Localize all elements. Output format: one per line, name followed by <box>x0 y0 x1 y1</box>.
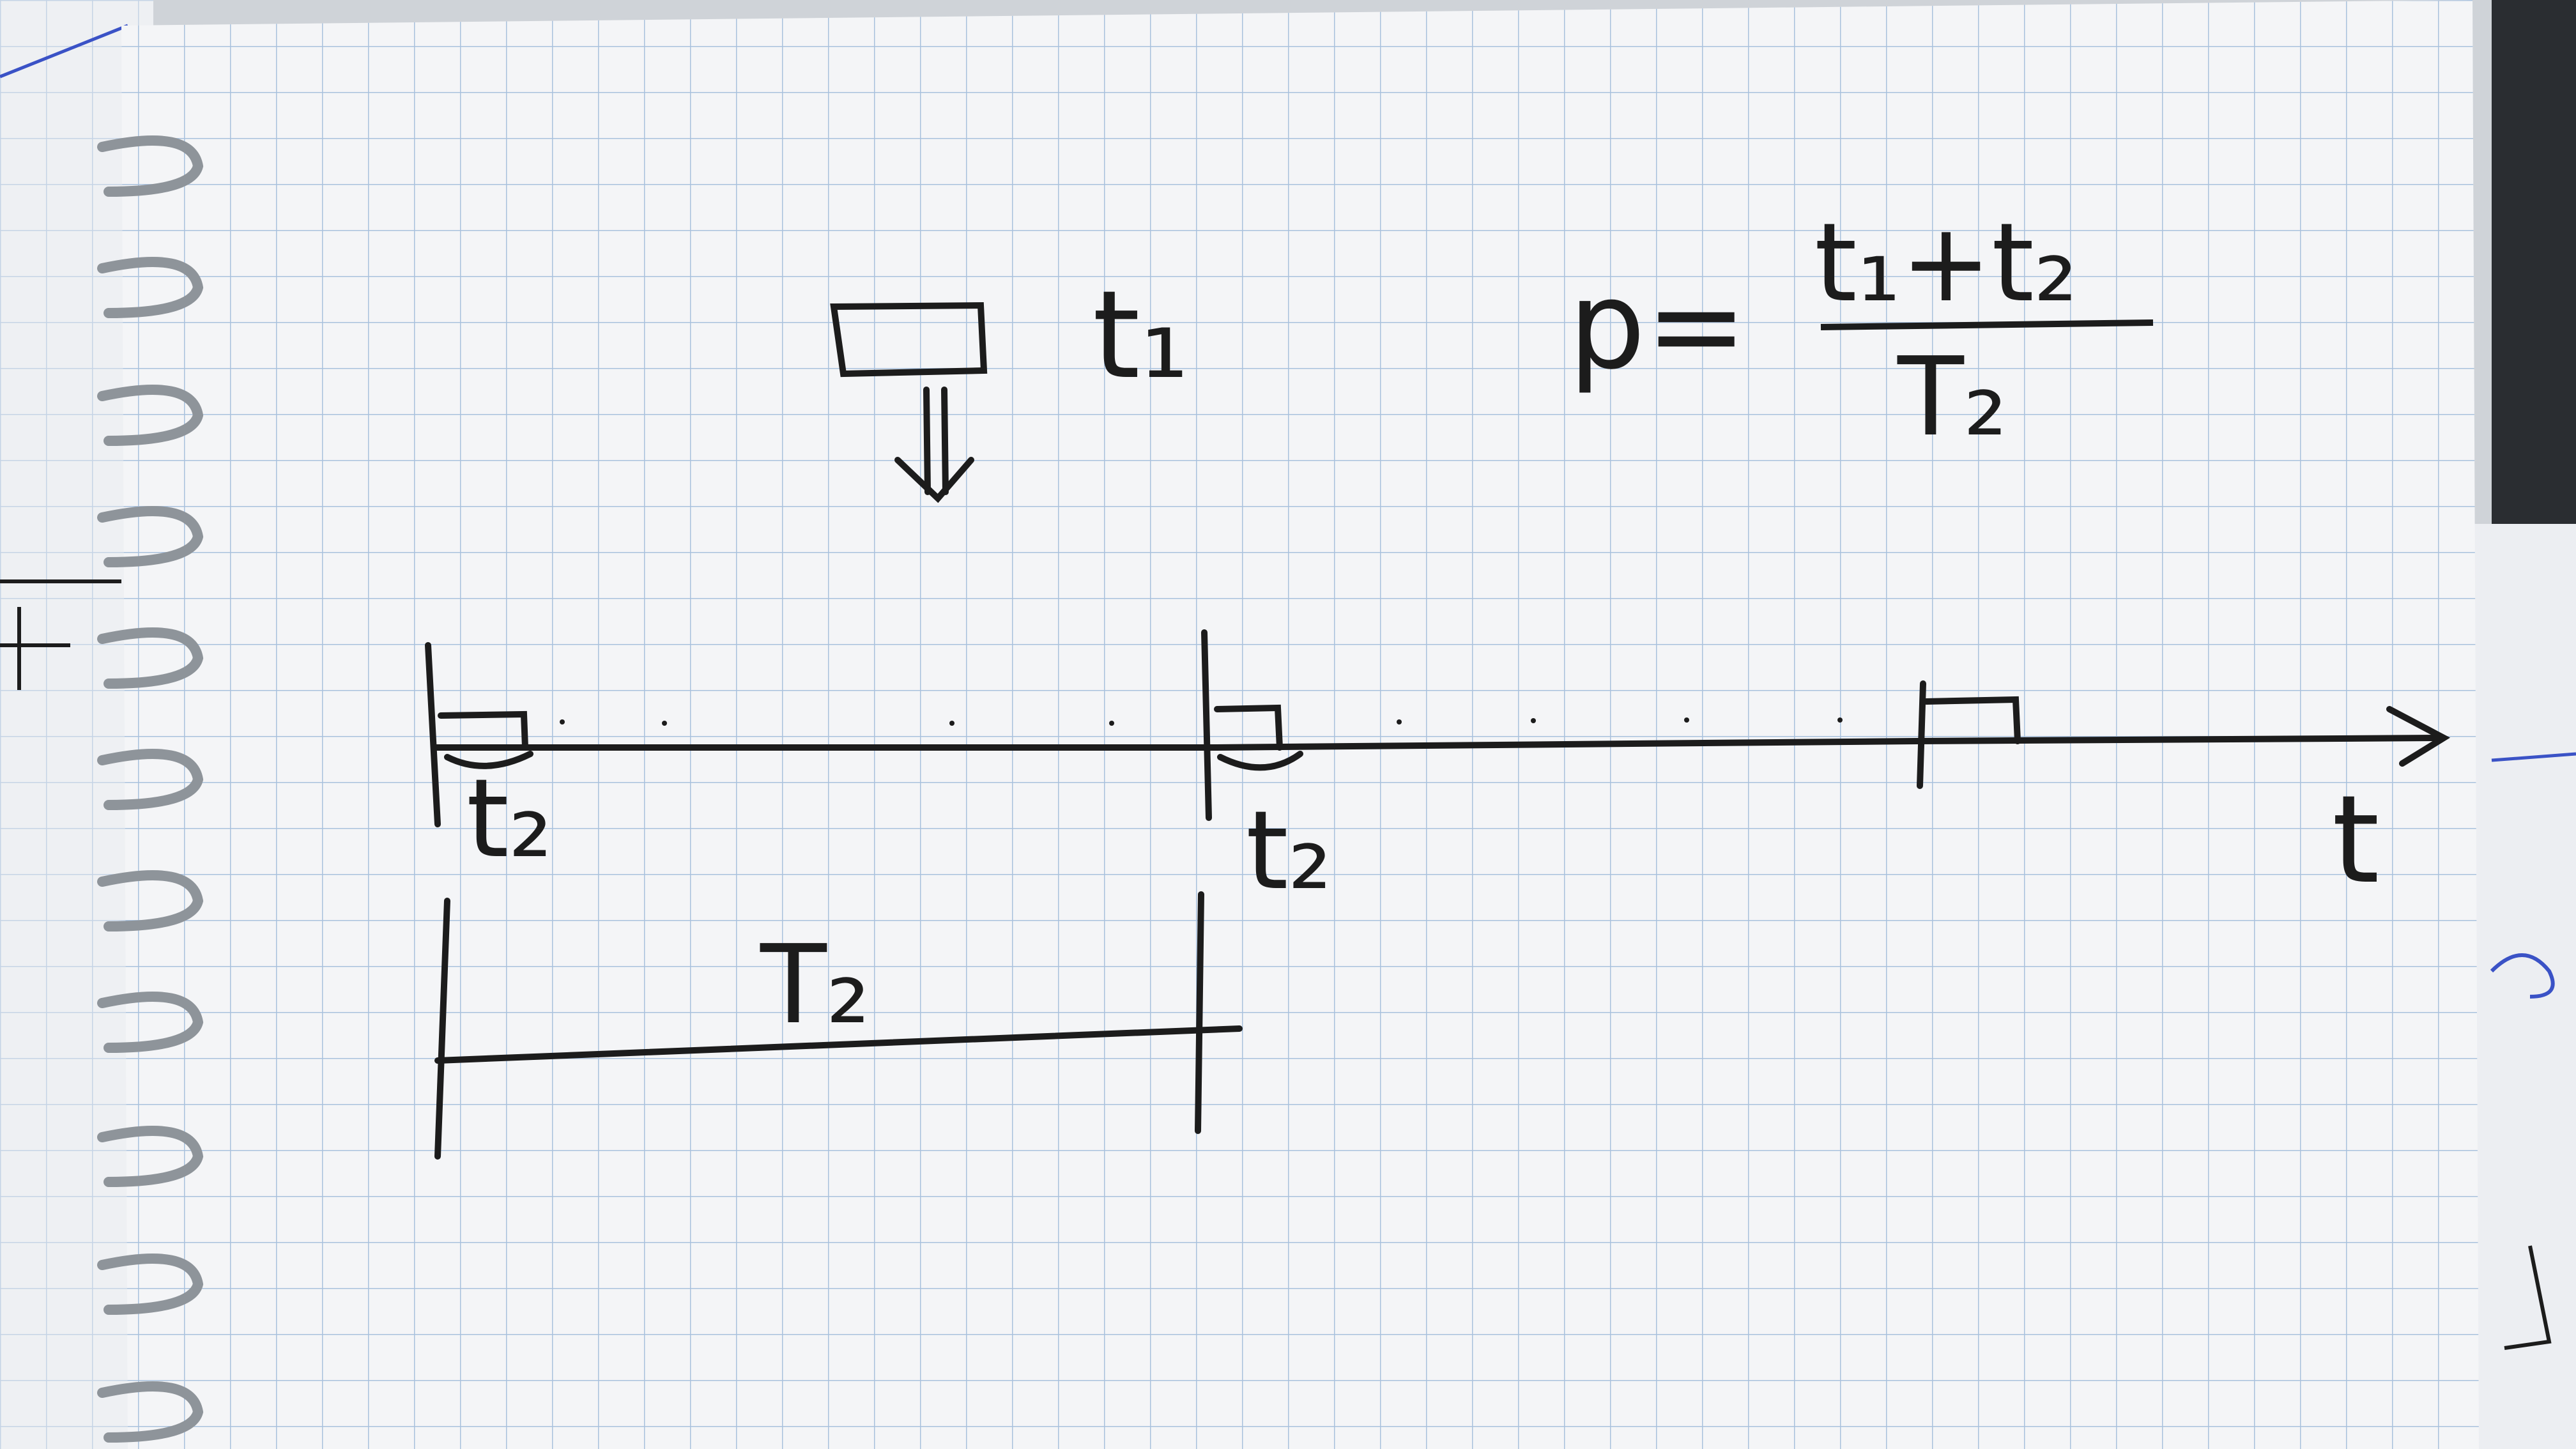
pulse-label-2: t₂ <box>1246 788 1332 914</box>
top-label: t₁ <box>1092 264 1189 406</box>
spiral-binding-icon <box>97 135 204 1443</box>
notebook-page <box>121 0 2479 1449</box>
pulse-markers <box>425 629 2021 827</box>
time-axis <box>431 706 2451 767</box>
formula-lhs: p= <box>1568 255 1747 396</box>
down-arrow-icon <box>894 387 974 503</box>
period-label: T₂ <box>760 922 870 1048</box>
formula-numerator: t₁+t₂ <box>1814 200 2078 326</box>
axis-label: t <box>2332 769 2380 910</box>
formula-denominator: T₂ <box>1897 334 2007 461</box>
pulse-label-1: t₂ <box>466 756 553 882</box>
fraction-bar <box>1820 319 2154 330</box>
rectangle-icon <box>830 302 988 378</box>
axis-dots <box>560 717 1843 726</box>
right-paper <box>2472 524 2576 1449</box>
dark-edge <box>2492 0 2576 524</box>
period-bracket <box>434 891 1243 1160</box>
